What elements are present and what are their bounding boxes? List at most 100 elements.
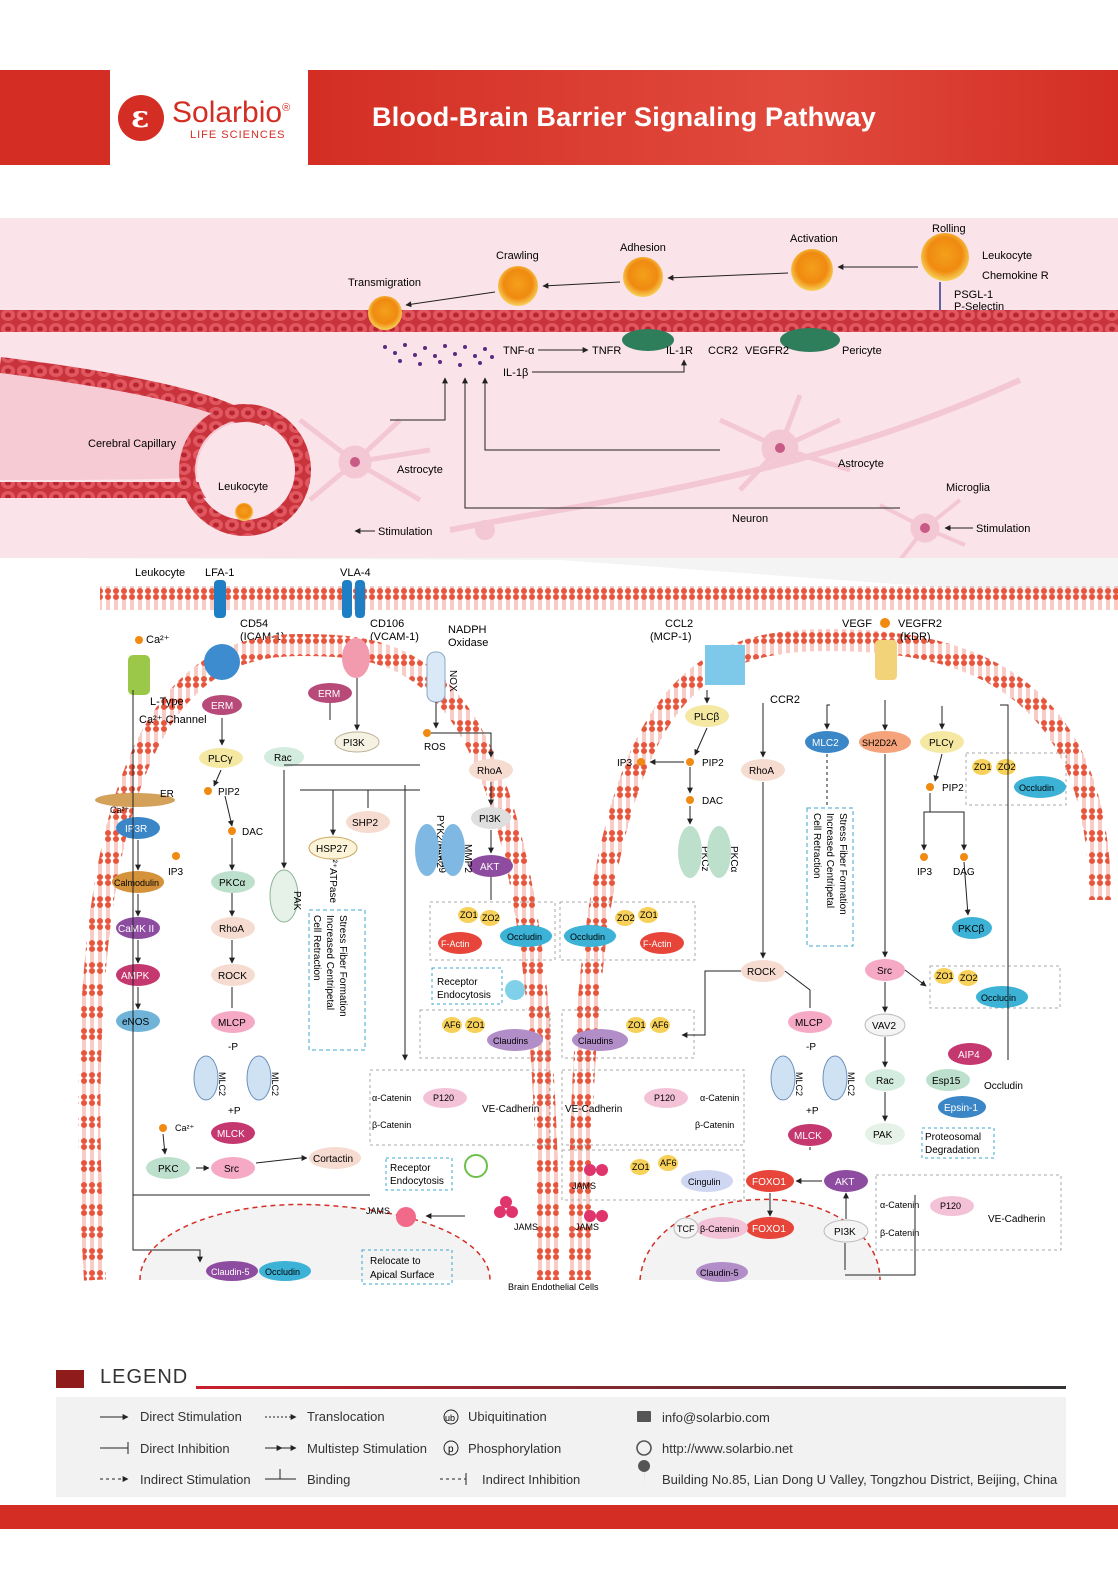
contact-email[interactable]: info@solarbio.com [662, 1410, 770, 1425]
svg-text:MLC2: MLC2 [794, 1072, 804, 1096]
label-vegf: VEGF [842, 618, 872, 630]
right-tj-complex-3: ZO1 ZO2 Occludin [934, 968, 1028, 1008]
svg-text:IP3: IP3 [917, 867, 932, 878]
svg-text:HSP27: HSP27 [316, 844, 348, 855]
right-stress-box [806, 807, 854, 947]
svg-text:PLCγ: PLCγ [929, 738, 953, 749]
endothelium-layer [0, 310, 1118, 332]
svg-text:JAMS: JAMS [575, 1222, 599, 1232]
left-cell-membrane [78, 633, 560, 1281]
label-neuron: Neuron [732, 513, 768, 525]
svg-text:AIP4: AIP4 [958, 1050, 980, 1061]
svg-text:ZO2: ZO2 [617, 913, 635, 923]
svg-text:ZO1: ZO1 [467, 1020, 485, 1030]
ca-ion-icon [135, 636, 143, 644]
label-ccl2: CCL2 [665, 618, 693, 630]
svg-text:Claudins: Claudins [578, 1036, 614, 1046]
legend-divider [196, 1386, 1066, 1389]
svg-text:α-Catenin: α-Catenin [880, 1200, 919, 1210]
svg-text:VE-Cadherin: VE-Cadherin [482, 1104, 539, 1115]
svg-text:AF6: AF6 [652, 1020, 669, 1030]
svg-text:CaMK II: CaMK II [118, 924, 154, 935]
left-jams-label: JAMS [366, 1206, 390, 1216]
label-astrocyte-left: Astrocyte [397, 464, 443, 476]
contact-website[interactable]: http://www.solarbio.net [662, 1441, 793, 1456]
legend-translocation: Translocation [307, 1409, 385, 1424]
microglia-nucleus [920, 523, 930, 533]
arrow-activation-adhesion [667, 272, 789, 281]
right-adherens-box-2 [875, 1174, 1062, 1251]
label-ca-channel: Ca²⁺ Channel [139, 714, 207, 726]
legend-contact-icons [636, 1411, 652, 1486]
label-capillary-leukocyte: Leukocyte [218, 481, 268, 493]
svg-text:ZO2: ZO2 [998, 762, 1016, 772]
astrocyte-right-nucleus [775, 443, 785, 453]
label-p-selectin: P-Selectin [954, 301, 1004, 313]
label-astrocyte-right: Astrocyte [838, 458, 884, 470]
left-receptor-text-2: Receptor [390, 1163, 431, 1174]
left-adherens-box [369, 1069, 551, 1146]
lfa1-receptor [214, 580, 226, 618]
svg-text:Esp15: Esp15 [932, 1076, 961, 1087]
header-band-right [308, 70, 1118, 165]
right-adherens-complex: VE-Cadherin P120 α-Catenin β-Catenin [565, 1088, 739, 1130]
jams-icon [396, 1207, 416, 1227]
leukocyte-membrane [100, 586, 1118, 610]
vcam1-protein [342, 638, 370, 678]
svg-text:DAG: DAG [953, 867, 975, 878]
l-type-ca-channel [128, 655, 150, 695]
svg-text:JAMS: JAMS [572, 1181, 596, 1191]
left-stress-text-3: Cell Retraction [311, 915, 322, 981]
arrow-il1b [532, 359, 687, 373]
svg-text:β-Catenin: β-Catenin [695, 1120, 734, 1130]
label-vegfr2-membrane: VEGFR2 [898, 618, 942, 630]
svg-text:Src: Src [224, 1164, 239, 1175]
svg-text:Claudins: Claudins [493, 1036, 529, 1046]
legend-indirect-stimulation: Indirect Stimulation [140, 1472, 251, 1487]
jams-cluster-left [494, 1196, 518, 1218]
right-claudin-box [561, 1009, 695, 1059]
vla4-receptor-b [355, 580, 365, 618]
left-receptor-endocytosis-box [431, 967, 503, 1005]
svg-text:AKT: AKT [480, 862, 499, 873]
svg-text:AKT: AKT [835, 1177, 854, 1188]
svg-text:ZO1: ZO1 [632, 1162, 650, 1172]
left-claudin5-text: Claudin-5 [211, 1267, 250, 1277]
left-cell-nodes: ERM ERM PI3K Rac ROS RhoA PI3K AKT PLCγ … [95, 683, 513, 1179]
svg-text:PI3K: PI3K [834, 1227, 856, 1238]
email-icon [637, 1411, 651, 1422]
svg-text:MMP2: MMP2 [462, 844, 473, 873]
pericyte-1 [622, 329, 674, 351]
legend-direct-stimulation: Direct Stimulation [140, 1409, 242, 1424]
label-cerebral-capillary: Cerebral Capillary [88, 438, 177, 450]
label-l-type: L-Type [150, 696, 184, 708]
svg-text:-P: -P [806, 1042, 816, 1053]
right-nucleus [639, 1198, 881, 1281]
svg-text:PIP2: PIP2 [218, 787, 240, 798]
right-cell-nodes: PLCβ PIP2 IP3 DAC PKCz PKCα RhoA ROCK ML… [617, 705, 1023, 1282]
svg-text:Occludin: Occludin [570, 932, 605, 942]
left-stress-text-2: Increased Centripetal [324, 915, 335, 1010]
header-band-left [0, 70, 110, 165]
vegf-ligand-icon [880, 618, 890, 628]
svg-text:VAV2: VAV2 [872, 1021, 897, 1032]
legend-phosphorylation: Phosphorylation [468, 1441, 562, 1456]
svg-text:ZO1: ZO1 [936, 971, 954, 981]
label-brain-endothelial-cells: Brain Endothelial Cells [508, 1282, 599, 1292]
svg-text:SH2D2A: SH2D2A [862, 738, 897, 748]
right-adherens-box [561, 1069, 745, 1146]
arrow-astrocyte-cytokine [390, 377, 448, 421]
svg-text:P120: P120 [433, 1093, 454, 1103]
right-cell-membrane [568, 628, 1111, 1281]
svg-text:PAK: PAK [291, 891, 302, 911]
location-pin-icon [638, 1460, 651, 1486]
label-lfa1: LFA-1 [205, 567, 234, 579]
svg-text:DAC: DAC [702, 796, 723, 807]
leukocyte-adhesion: Adhesion [620, 242, 666, 297]
svg-text:ZO1: ZO1 [460, 910, 478, 920]
svg-text:Cingulin: Cingulin [688, 1177, 721, 1187]
svg-text:MLCK: MLCK [794, 1131, 822, 1142]
legend-multistep-stimulation: Multistep Stimulation [307, 1441, 427, 1456]
right-stress-text-2: Increased Centripetal [824, 813, 835, 908]
